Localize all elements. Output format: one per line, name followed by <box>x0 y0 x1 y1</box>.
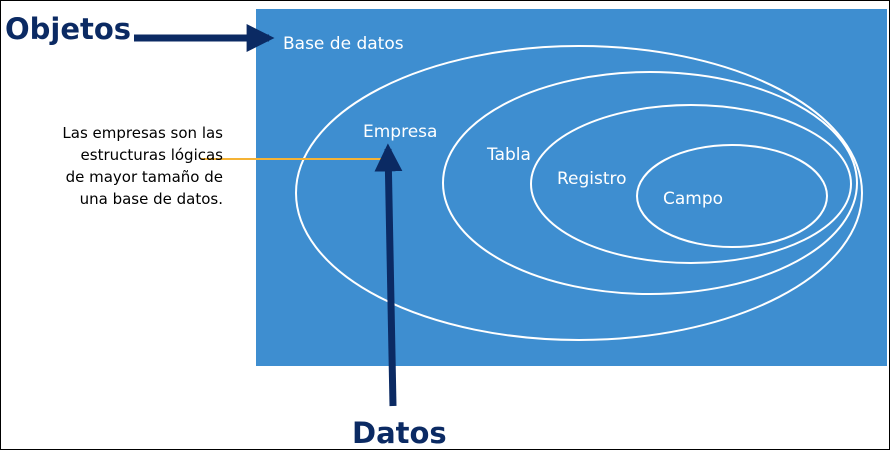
ellipse-field <box>636 144 828 248</box>
label-objects: Objetos <box>5 12 131 46</box>
label-data: Datos <box>352 416 447 449</box>
data-arrow <box>374 143 403 407</box>
label-record: Registro <box>557 169 627 189</box>
description-text: Las empresas son las estructuras lógicas… <box>23 122 223 210</box>
label-database: Base de datos <box>283 34 404 54</box>
ellipse-company <box>295 45 863 341</box>
description-line: de mayor tamaño de <box>65 168 223 186</box>
description-line: Las empresas son las <box>62 124 223 142</box>
label-table: Tabla <box>486 145 531 165</box>
description-line: estructuras lógicas <box>80 146 223 164</box>
ellipse-record <box>530 104 852 264</box>
ellipse-table <box>442 71 858 295</box>
description-line: una base de datos. <box>79 190 223 208</box>
label-company: Empresa <box>363 122 437 142</box>
label-field: Campo <box>663 189 723 209</box>
database-panel <box>256 9 887 366</box>
